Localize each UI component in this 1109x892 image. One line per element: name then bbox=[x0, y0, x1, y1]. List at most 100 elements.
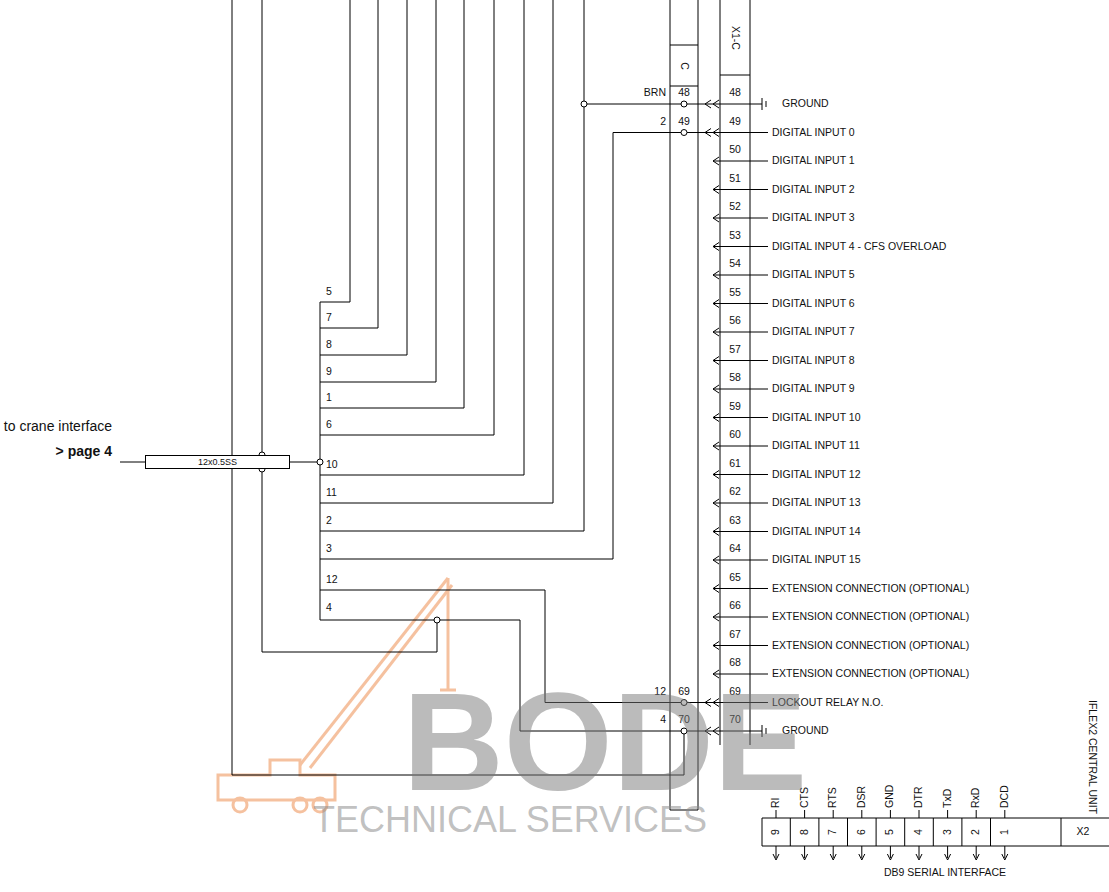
terminal-line bbox=[713, 446, 768, 447]
pin-arrow bbox=[919, 846, 920, 858]
terminal-line bbox=[713, 303, 768, 304]
terminal-line bbox=[713, 417, 768, 418]
pin-separator bbox=[961, 818, 962, 846]
terminal-line bbox=[713, 189, 768, 190]
terminal-number: 63 bbox=[729, 515, 741, 527]
cable-spec: 12x0.5SS bbox=[198, 458, 237, 467]
terminal-number: 65 bbox=[729, 572, 741, 584]
wire-number: 11 bbox=[326, 487, 337, 499]
pin-number: 1 bbox=[999, 829, 1011, 835]
terminal-line bbox=[713, 360, 768, 361]
wire-mark: 2 bbox=[660, 116, 666, 128]
terminal-number: 48 bbox=[678, 87, 690, 99]
signal-name: EXTENSION CONNECTION (OPTIONAL) bbox=[772, 640, 969, 652]
terminal-line bbox=[713, 132, 768, 133]
pin-signal-name: DTR bbox=[913, 786, 925, 808]
terminal-line bbox=[713, 246, 768, 247]
signal-name: DIGITAL INPUT 10 bbox=[772, 412, 861, 424]
terminal-line bbox=[713, 503, 768, 504]
signal-name: DIGITAL INPUT 13 bbox=[772, 497, 861, 509]
terminal-arrow bbox=[705, 129, 711, 137]
terminal-number: 55 bbox=[729, 287, 741, 299]
terminal-line bbox=[713, 332, 768, 333]
terminal-number: 57 bbox=[729, 344, 741, 356]
wire-number: 7 bbox=[326, 312, 332, 324]
cross-reference: > page 4 bbox=[56, 444, 112, 459]
wire-number: 2 bbox=[326, 515, 332, 527]
connector-name: X2 bbox=[1077, 826, 1090, 838]
cable-box: 12x0.5SS bbox=[145, 455, 290, 469]
ground-symbol bbox=[766, 101, 767, 107]
pin-arrow bbox=[1002, 854, 1008, 860]
pin-lead bbox=[919, 810, 920, 818]
pin-arrow bbox=[973, 854, 979, 860]
pin-lead bbox=[976, 810, 977, 818]
terminal-number: 59 bbox=[729, 401, 741, 413]
pin-arrow bbox=[916, 854, 922, 860]
pin-number: 6 bbox=[856, 829, 868, 835]
pin-number: 3 bbox=[942, 829, 954, 835]
signal-name: GROUND bbox=[782, 98, 829, 110]
signal-name: DIGITAL INPUT 1 bbox=[772, 155, 855, 167]
signal-name: DIGITAL INPUT 15 bbox=[772, 554, 861, 566]
terminal-line bbox=[713, 389, 768, 390]
wire-number: 3 bbox=[326, 543, 332, 555]
terminal-line bbox=[713, 645, 768, 646]
terminal-number: 66 bbox=[729, 600, 741, 612]
pin-signal-name: DSR bbox=[856, 786, 868, 808]
terminal-number: 64 bbox=[729, 543, 741, 555]
signal-name: DIGITAL INPUT 8 bbox=[772, 355, 855, 367]
unit-name: IFLEX2 CENTRAL UNIT bbox=[1086, 700, 1098, 814]
pin-signal-name: RxD bbox=[970, 788, 982, 808]
signal-name: DIGITAL INPUT 3 bbox=[772, 212, 855, 224]
terminal-line bbox=[713, 560, 768, 561]
pin-arrow bbox=[890, 846, 891, 858]
pin-arrow bbox=[945, 854, 951, 860]
pin-arrow bbox=[947, 846, 948, 858]
junction-dots bbox=[259, 101, 687, 734]
terminal-line bbox=[713, 218, 768, 219]
terminal-number: 53 bbox=[729, 230, 741, 242]
watermark: TECHNICAL SERVICES bbox=[313, 800, 707, 840]
pin-number: 5 bbox=[885, 829, 897, 835]
signal-name: DIGITAL INPUT 4 - CFS OVERLOAD bbox=[772, 241, 946, 253]
signal-name: DIGITAL INPUT 9 bbox=[772, 383, 855, 395]
pin-number: 4 bbox=[913, 829, 925, 835]
terminal-line bbox=[713, 531, 768, 532]
pin-lead bbox=[833, 810, 834, 818]
terminal-number: 52 bbox=[729, 201, 741, 213]
wire-mark: BRN bbox=[644, 87, 666, 99]
pin-signal-name: GND bbox=[885, 785, 897, 808]
pin-arrow bbox=[776, 846, 777, 858]
pin-arrow bbox=[833, 846, 834, 858]
pin-signal-name: RTS bbox=[827, 787, 839, 808]
terminal-arrow bbox=[705, 100, 711, 108]
signal-name: DIGITAL INPUT 7 bbox=[772, 326, 855, 338]
pin-lead bbox=[1004, 810, 1005, 818]
wire-number: 10 bbox=[326, 459, 338, 471]
terminal-number: 61 bbox=[729, 458, 741, 470]
pin-arrow bbox=[976, 846, 977, 858]
signal-name: DIGITAL INPUT 12 bbox=[772, 469, 861, 481]
signal-name: DIGITAL INPUT 5 bbox=[772, 269, 855, 281]
pin-arrow bbox=[887, 854, 893, 860]
pin-arrow bbox=[773, 854, 779, 860]
pin-arrow bbox=[861, 846, 862, 858]
connector-outline bbox=[762, 818, 1109, 846]
cross-reference: to crane interface bbox=[4, 419, 112, 434]
pin-arrow bbox=[859, 854, 865, 860]
pin-number: 8 bbox=[799, 829, 811, 835]
wire-number: 12 bbox=[326, 574, 338, 586]
signal-name: EXTENSION CONNECTION (OPTIONAL) bbox=[772, 611, 969, 623]
pin-separator bbox=[990, 818, 991, 846]
terminal-line bbox=[713, 474, 768, 475]
pin-arrow bbox=[802, 854, 808, 860]
pin-signal-name: TxD bbox=[942, 789, 954, 808]
terminal-number: 58 bbox=[729, 372, 741, 384]
watermark: BODE bbox=[403, 665, 807, 819]
terminal-line bbox=[713, 617, 768, 618]
pin-lead bbox=[947, 810, 948, 818]
pin-separator bbox=[933, 818, 934, 846]
terminal-number: 49 bbox=[678, 116, 690, 128]
terminal-number: 54 bbox=[729, 258, 741, 270]
